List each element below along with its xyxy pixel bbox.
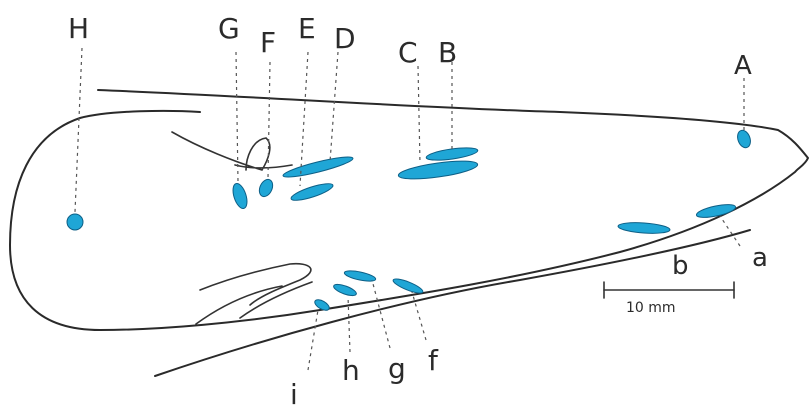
lesion-A [735,128,752,149]
scale-bar: 10 mm [604,282,734,316]
label-H: H [68,12,89,45]
upper-fin-stroke [172,132,292,170]
label-C: C [398,36,418,69]
label-F: F [260,26,276,59]
label-E: E [298,12,316,45]
lesion-E [290,180,335,203]
lesion-g [344,269,377,283]
lesion-C [397,158,478,183]
lesion-f [392,276,425,295]
scale-bar-label: 10 mm [626,300,676,316]
label-h: h [342,354,360,387]
label-B: B [438,36,457,69]
lesion-group [67,128,753,312]
leader-lines [75,48,744,370]
label-i: i [290,378,298,411]
label-a: a [752,243,768,273]
label-G: G [218,12,240,45]
lesion-G [230,182,249,210]
lesion-b [618,221,671,235]
label-b: b [672,251,689,281]
lesion-D [282,153,354,180]
label-g: g [388,352,406,385]
lesion-F [257,177,275,198]
label-D: D [334,22,356,55]
lesion-h [332,282,357,298]
label-A: A [734,51,752,81]
body-outline [10,90,808,330]
lesion-H [67,214,83,230]
label-f: f [428,344,439,377]
